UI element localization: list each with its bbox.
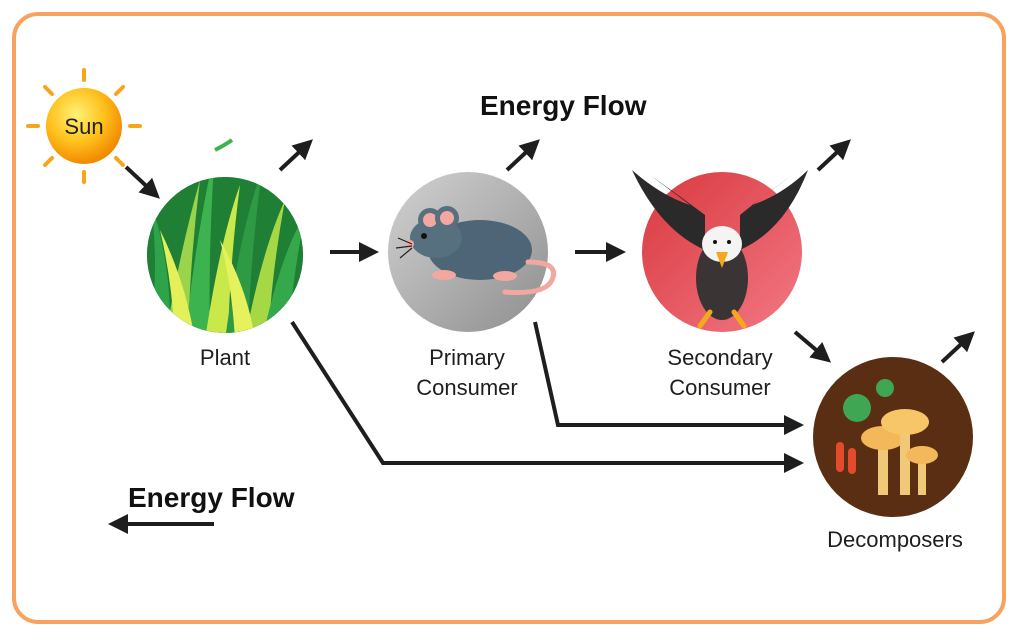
mushroom-icon [813,357,973,517]
secondary-consumer-label: Secondary Consumer [640,343,800,403]
arrow-primary-to-decomposers [533,321,804,435]
arrow-plant-to-decomposers [290,320,804,473]
primary-label-line2: Consumer [416,375,518,400]
sun-label: Sun [64,114,104,139]
arrow-decomposers-heat-loss [940,331,975,364]
grass-icon [147,138,303,333]
plant-label: Plant [199,345,251,370]
flow-arrows [108,139,975,534]
arrow-primary-heat-loss [505,139,540,172]
mouse-icon [388,172,556,332]
arrow-sun-to-plant [124,165,160,199]
secondary-label-line2: Consumer [669,375,771,400]
sun-icon [26,68,142,184]
decomposers-label: Decomposers [827,527,963,552]
eagle-icon [632,170,808,332]
arrow-plant-heat-loss [278,139,313,172]
title-bottom: Energy Flow [128,482,295,513]
arrow-secondary-to-decomposers [793,330,832,363]
primary-label-line1: Primary [429,345,505,370]
primary-consumer-label: Primary Consumer [392,343,542,403]
secondary-label-line1: Secondary [667,345,773,370]
arrow-secondary-heat-loss [816,139,851,172]
title-top: Energy Flow [480,90,647,121]
